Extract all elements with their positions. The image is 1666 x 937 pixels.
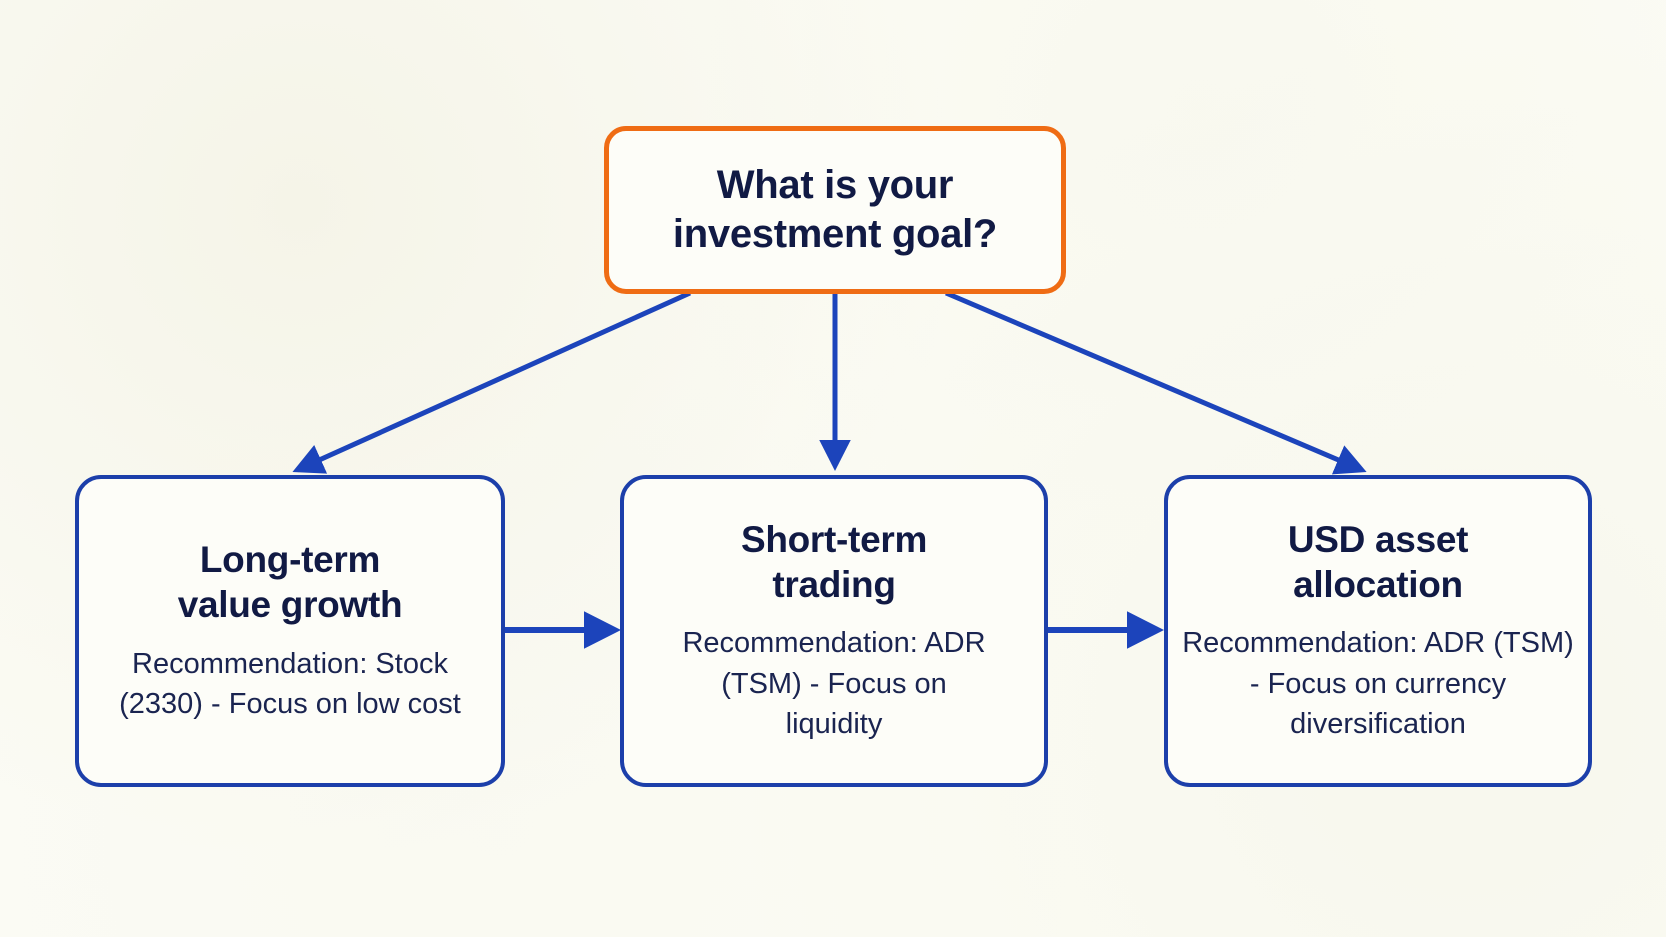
node-investment-goal-title-line-2: investment goal?	[672, 212, 998, 256]
node-short-term-trading-title-line-1: Short-term	[740, 518, 928, 560]
node-long-term-value-growth[interactable]: Long-term value growth Recommendation: S…	[75, 475, 505, 787]
edge-root-to-usd	[945, 290, 1367, 475]
edge-root-to-long-term	[292, 290, 692, 474]
node-long-term-value-growth-title: Long-term value growth	[178, 537, 403, 627]
node-investment-goal-title: What is your investment goal?	[673, 161, 997, 259]
node-usd-asset-allocation-title-line-1: USD asset	[1287, 518, 1469, 560]
node-long-term-value-growth-title-line-1: Long-term	[199, 539, 381, 581]
node-usd-asset-allocation[interactable]: USD asset allocation Recommendation: ADR…	[1164, 475, 1592, 787]
node-investment-goal[interactable]: What is your investment goal?	[604, 126, 1066, 294]
node-investment-goal-title-line-1: What is your	[716, 163, 954, 208]
node-short-term-trading[interactable]: Short-term trading Recommendation: ADR (…	[620, 475, 1048, 787]
node-short-term-trading-body: Recommendation: ADR (TSM) - Focus on liq…	[682, 627, 986, 741]
node-long-term-value-growth-title-line-2: value growth	[177, 584, 403, 626]
node-usd-asset-allocation-title: USD asset allocation	[1287, 517, 1469, 607]
node-short-term-trading-title: Short-term trading	[741, 517, 927, 607]
node-short-term-trading-title-line-2: trading	[772, 564, 896, 606]
node-long-term-value-growth-body: Recommendation: Stock (2330) - Focus on …	[119, 647, 461, 721]
node-usd-asset-allocation-body: Recommendation: ADR (TSM) - Focus on cur…	[1182, 627, 1574, 741]
node-usd-asset-allocation-title-line-2: allocation	[1293, 564, 1463, 606]
